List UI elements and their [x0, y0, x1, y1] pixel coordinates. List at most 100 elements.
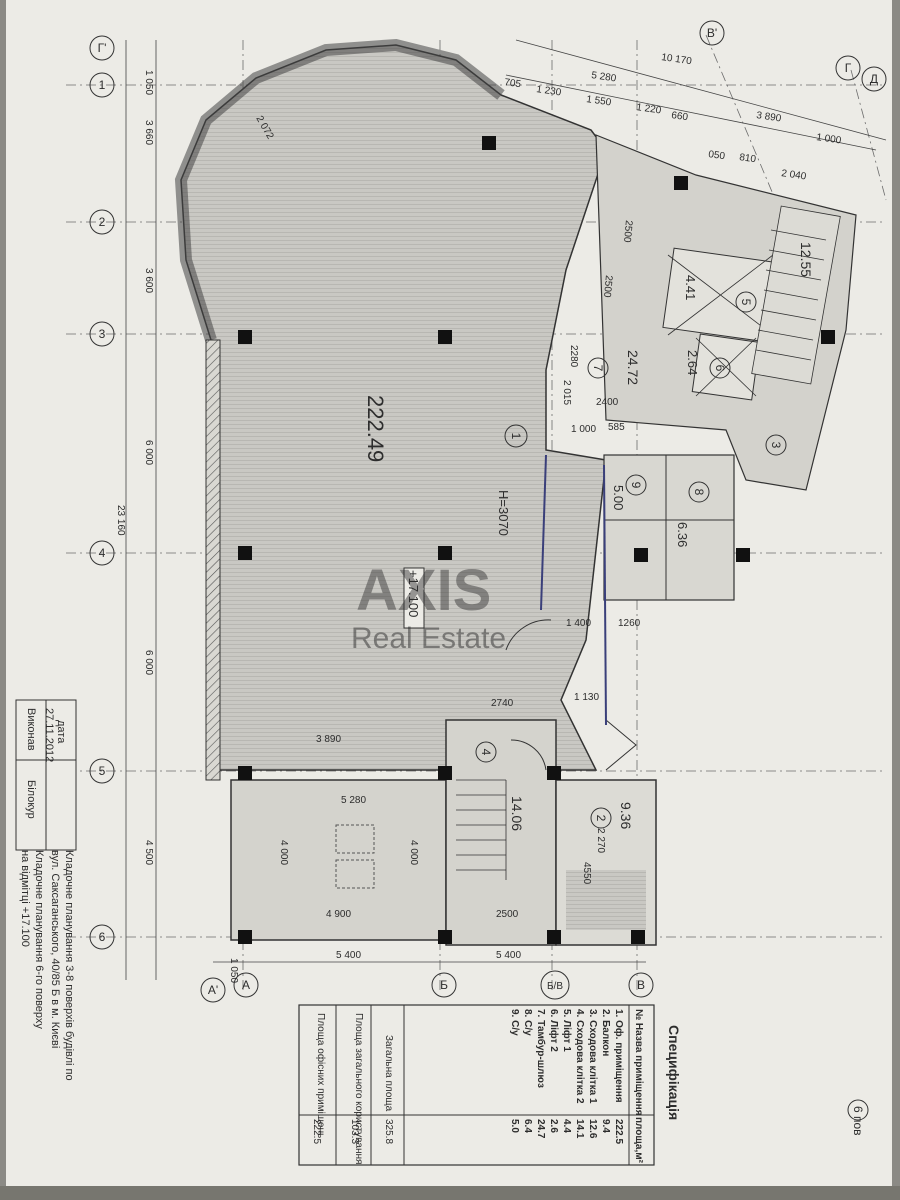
axis-marker-row-4: 4: [89, 540, 115, 566]
svg-text:4: 4: [99, 546, 106, 560]
svg-text:Білокур: Білокур: [25, 780, 37, 819]
curved-facade-wall: [174, 38, 505, 342]
svg-text:3 660: 3 660: [143, 120, 154, 145]
svg-text:Площа загального користування: Площа загального користування: [353, 1013, 364, 1164]
svg-text:660: 660: [671, 110, 689, 123]
svg-text:222.49: 222.49: [363, 395, 388, 462]
svg-text:2500: 2500: [621, 220, 634, 244]
svg-text:2: 2: [594, 815, 608, 822]
svg-text:3: 3: [99, 327, 106, 341]
svg-text:7. Тамбур-шлюз: 7. Тамбур-шлюз: [535, 1009, 547, 1088]
svg-text:6: 6: [99, 930, 106, 944]
room-5-tag: 5 4.41: [683, 275, 757, 313]
svg-text:1: 1: [99, 78, 106, 92]
svg-text:4: 4: [479, 749, 493, 756]
svg-text:4.41: 4.41: [683, 275, 698, 300]
axis-marker-col-g: Г: [835, 55, 861, 81]
svg-text:585: 585: [608, 422, 625, 433]
watermark-axis: AXIS: [356, 558, 491, 623]
axis-marker-col-bv: Б/В: [540, 970, 570, 1000]
room-tags: 1 222.49 H=3070 2 9.36 3 12.55 4 14.06 5…: [363, 242, 814, 831]
svg-text:24.7: 24.7: [535, 1119, 546, 1139]
svg-text:12.55: 12.55: [798, 242, 814, 277]
room-6-tag: 6 2.64: [685, 350, 731, 379]
svg-text:Д: Д: [870, 72, 878, 86]
axis-marker-col-d: Д: [861, 66, 887, 92]
svg-text:6 000: 6 000: [143, 650, 154, 675]
svg-text:5: 5: [739, 299, 753, 306]
svg-text:9. С/у: 9. С/у: [509, 1009, 520, 1036]
svg-text:2.6: 2.6: [548, 1119, 559, 1133]
room-2-tag: 2 9.36: [590, 802, 634, 829]
svg-text:2500: 2500: [601, 275, 614, 299]
svg-text:2 270: 2 270: [595, 828, 606, 853]
svg-text:4 000: 4 000: [408, 840, 419, 865]
svg-text:1 550: 1 550: [586, 94, 613, 108]
svg-text:2: 2: [99, 215, 106, 229]
svg-text:6. Ліфт 2: 6. Ліфт 2: [548, 1009, 560, 1052]
specification-table: Специфікація № Назва приміщення площа,м²…: [298, 1004, 682, 1166]
page-tag: 6 пов: [847, 1099, 869, 1136]
svg-text:6.36: 6.36: [675, 522, 690, 547]
title-block: дата 27.11.2012 Виконав Білокур Кладочне…: [15, 699, 77, 1081]
structural-columns: [238, 136, 835, 944]
svg-text:14.06: 14.06: [509, 796, 525, 831]
svg-text:1 230: 1 230: [536, 84, 563, 98]
svg-text:Кладочне планування 6-го повер: Кладочне планування 6-го поверху: [33, 850, 45, 1029]
svg-text:на відмітці +17.100: на відмітці +17.100: [19, 850, 31, 947]
svg-text:В': В': [707, 26, 717, 40]
svg-text:12.6: 12.6: [587, 1119, 598, 1139]
west-wall: [205, 339, 221, 781]
svg-text:4 500: 4 500: [143, 840, 154, 865]
door-lobby: [605, 719, 637, 771]
axis-marker-row-g-prime: Г': [89, 35, 115, 61]
door-stair4: [510, 739, 547, 771]
svg-text:Б: Б: [440, 978, 448, 992]
watermark-real-estate: Real Estate: [351, 622, 506, 655]
svg-text:14.1: 14.1: [574, 1119, 585, 1139]
axis-marker-row-2: 2: [89, 209, 115, 235]
svg-text:5 400: 5 400: [336, 950, 361, 961]
svg-text:050: 050: [708, 149, 726, 162]
svg-text:3. Сходова клітка 1: 3. Сходова клітка 1: [587, 1009, 598, 1104]
svg-text:6 000: 6 000: [143, 440, 154, 465]
room-3-tag: 3 12.55: [765, 242, 814, 456]
axis-marker-row-5: 5: [89, 758, 115, 784]
svg-text:2.64: 2.64: [685, 350, 700, 375]
staircase-3: [751, 205, 841, 385]
svg-text:Г': Г': [98, 41, 107, 55]
axis-marker-col-v: В: [628, 972, 654, 998]
axis-marker-row-1: 1: [89, 72, 115, 98]
level-mark: +17.100: [406, 570, 421, 617]
svg-text:27.11.2012: 27.11.2012: [43, 708, 55, 762]
col-axis-markers: A' A Б Б/В В В' Г Д: [200, 20, 887, 1003]
svg-text:24.72: 24.72: [625, 350, 641, 385]
svg-text:Виконав: Виконав: [25, 708, 37, 751]
svg-text:3 890: 3 890: [316, 734, 341, 745]
svg-text:Б/В: Б/В: [547, 981, 563, 992]
svg-text:A': A': [208, 983, 218, 997]
svg-text:4.4: 4.4: [561, 1119, 572, 1133]
svg-text:6 пов: 6 пов: [851, 1106, 865, 1136]
svg-text:705: 705: [504, 77, 522, 90]
svg-text:5 280: 5 280: [341, 795, 366, 806]
floor-plan-drawing: Г' 1 2 3 4 5 6 A' A Б Б/В В В' Г Д: [15, 20, 887, 1166]
room-1-tag: 1 222.49 H=3070: [363, 395, 528, 536]
room-8-tag: 8 6.36: [675, 481, 710, 547]
svg-text:2 040: 2 040: [781, 168, 808, 182]
svg-text:Площа офісних приміщень: Площа офісних приміщень: [315, 1013, 327, 1138]
svg-text:810: 810: [739, 152, 757, 165]
svg-text:7: 7: [591, 365, 605, 372]
row-axis-markers: Г' 1 2 3 4 5 6: [89, 35, 115, 950]
svg-text:H=3070: H=3070: [496, 490, 511, 536]
svg-text:5 280: 5 280: [591, 70, 618, 84]
svg-text:4 900: 4 900: [326, 909, 351, 920]
svg-text:1 050: 1 050: [143, 70, 154, 95]
axis-marker-row-6: 6: [89, 924, 115, 950]
svg-text:9.36: 9.36: [618, 802, 634, 829]
sheet-shadow: [0, 1186, 900, 1200]
svg-text:6: 6: [713, 365, 727, 372]
svg-text:дата: дата: [55, 720, 67, 744]
svg-text:вул. Саксаганського, 40/85 Б в: вул. Саксаганського, 40/85 Б в м. Києві: [49, 850, 61, 1048]
svg-text:10 170: 10 170: [661, 52, 693, 67]
